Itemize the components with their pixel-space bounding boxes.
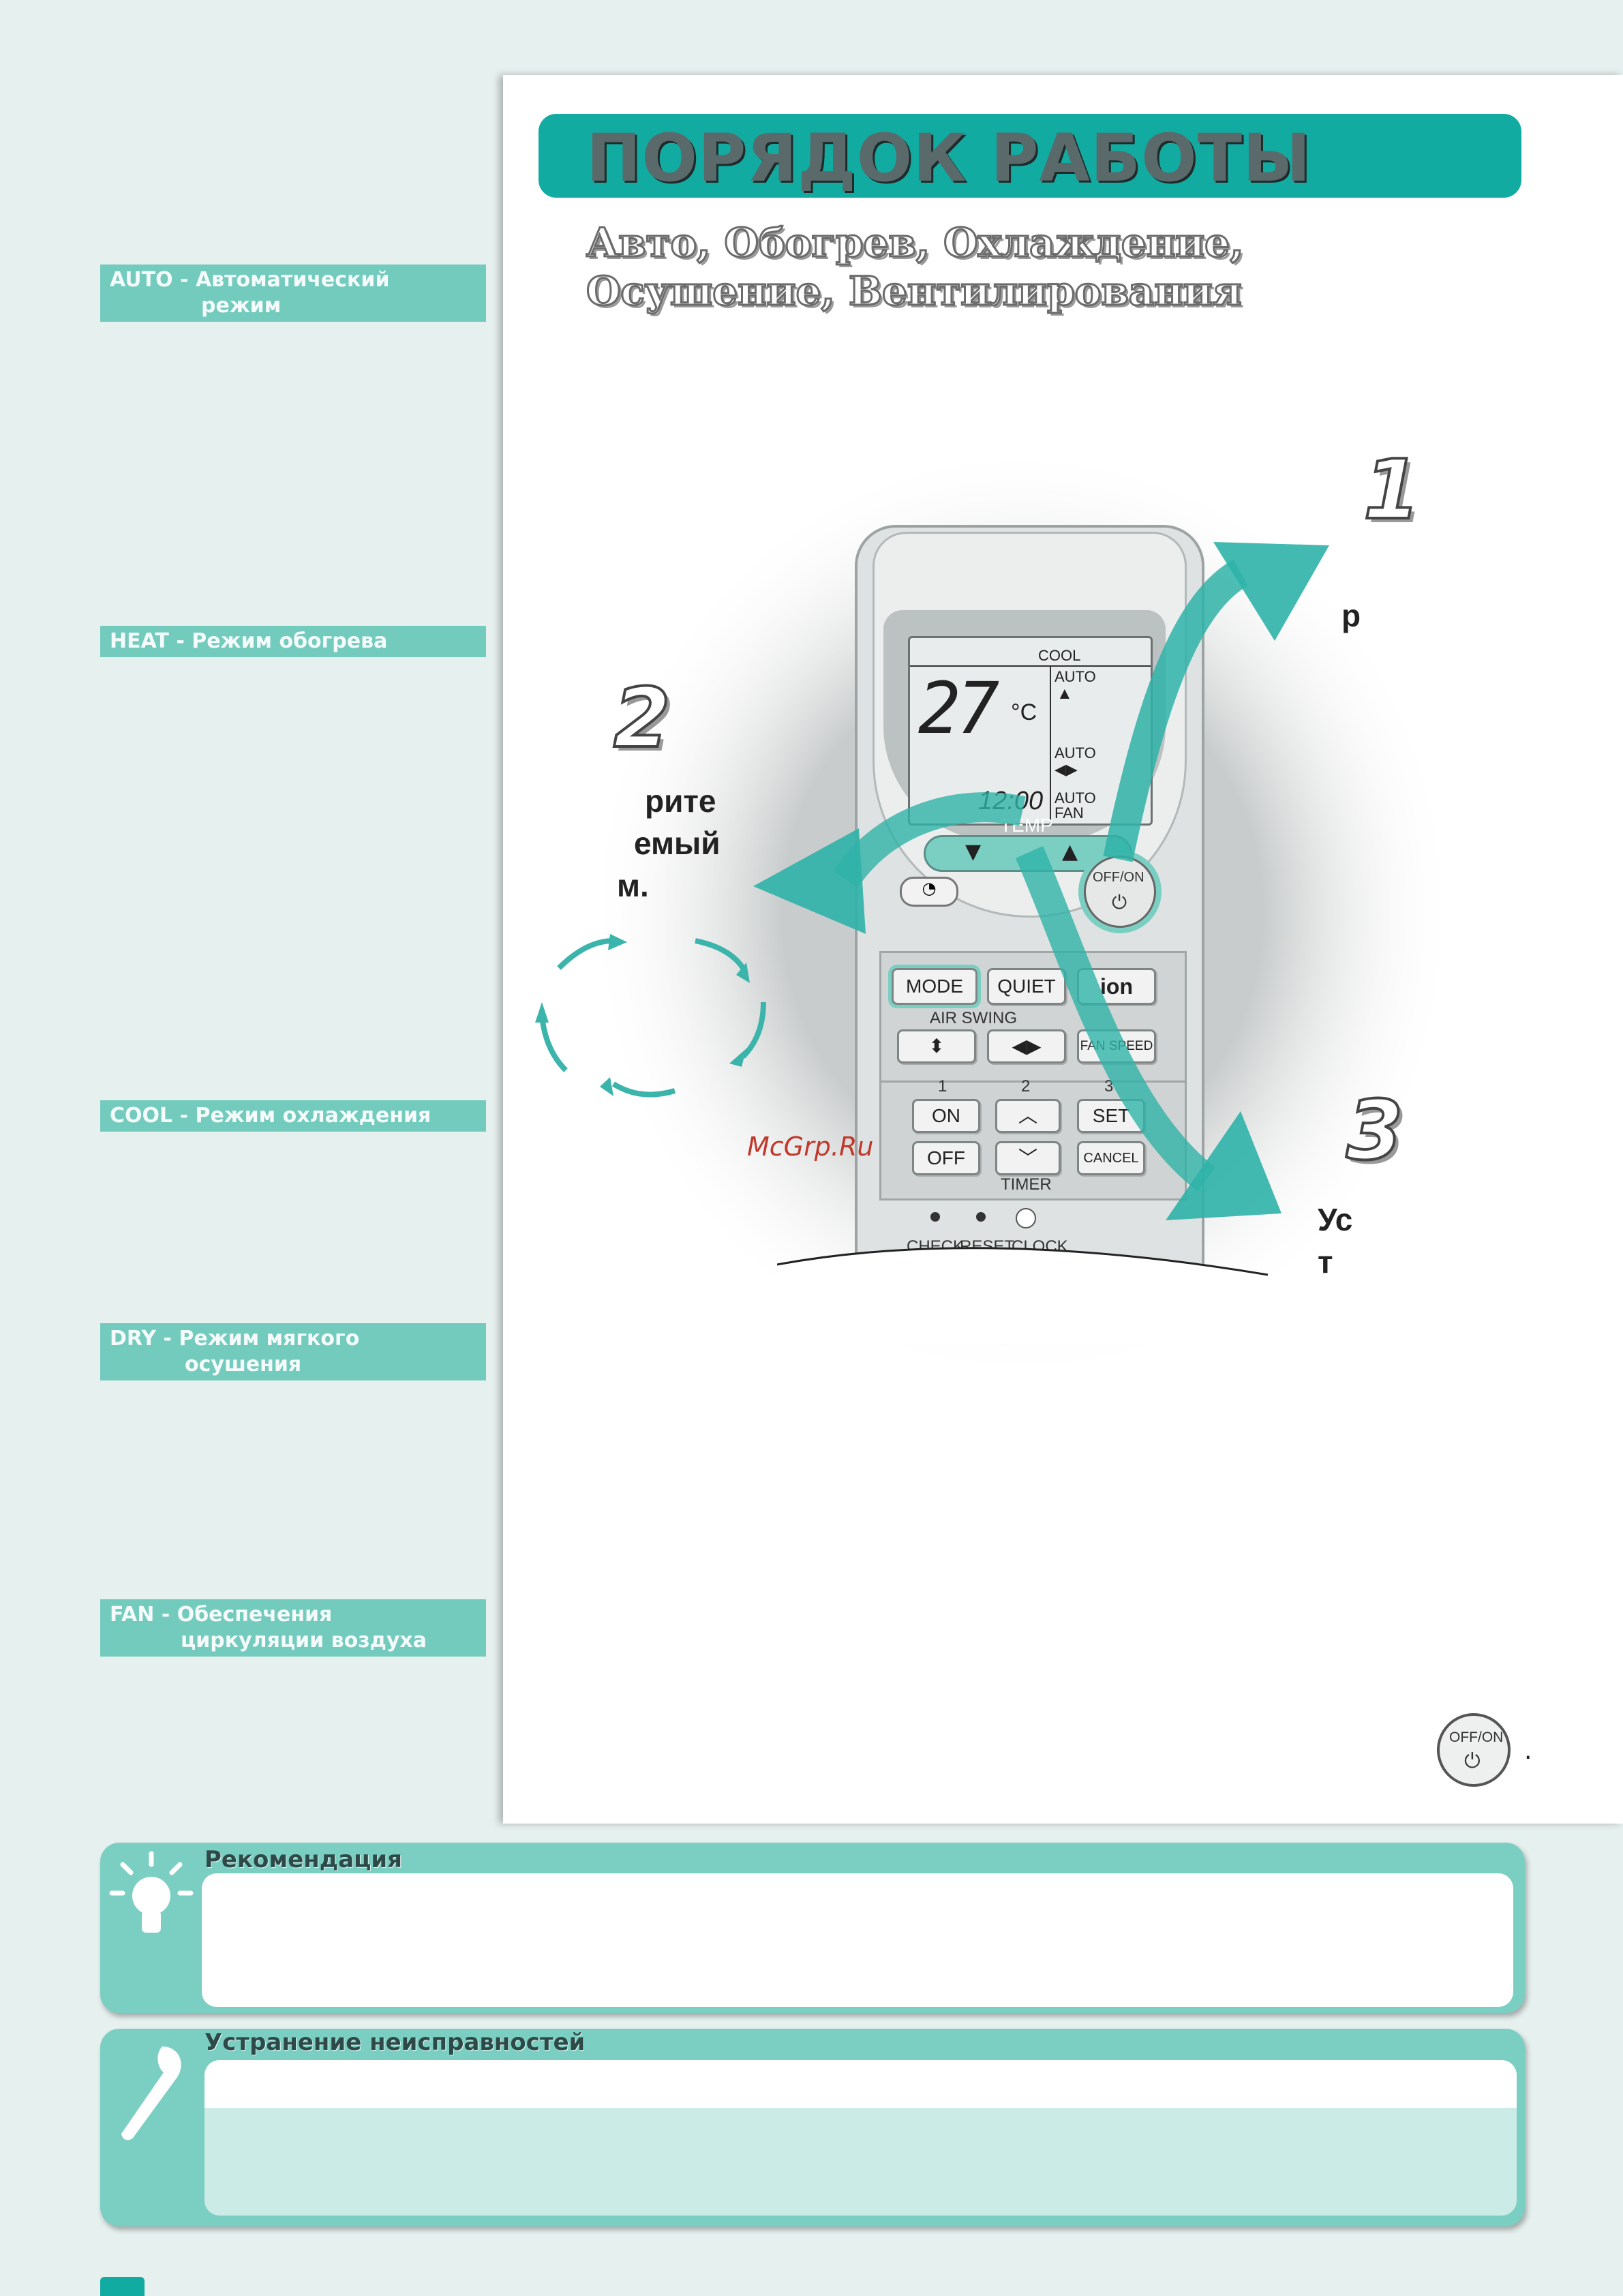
step-1-number: 1 xyxy=(1362,442,1421,539)
sidebar-auto-line2: режим xyxy=(201,294,282,318)
sidebar-auto-line1: AUTO - Автоматический xyxy=(110,268,390,292)
step-2-text-line1: рите xyxy=(645,783,716,819)
lcd-auto3: AUTO xyxy=(1055,789,1096,806)
sleep-button[interactable]: ◔ xyxy=(900,877,958,907)
air-swing-horizontal-button[interactable]: ◀▶ xyxy=(987,1029,1066,1063)
chevron-up-icon: ︿ xyxy=(1018,1105,1037,1126)
step-3-text-line2: т xyxy=(1318,1244,1333,1280)
mode-cycle-icon xyxy=(535,934,766,1098)
lcd-auto1: AUTO xyxy=(1055,668,1096,685)
power-icon: ⏻ xyxy=(1112,892,1127,913)
subtitle-line2: Осушение, Вентилирования xyxy=(586,267,1243,316)
check-hole[interactable] xyxy=(930,1212,940,1222)
remote-offon-label: OFF/ON xyxy=(1093,870,1144,885)
air-swing-vertical-button[interactable]: ⬍ xyxy=(897,1029,976,1063)
step-2-number: 2 xyxy=(612,670,671,768)
step-3-text-line1: Ус xyxy=(1318,1202,1353,1237)
sidebar-label-cool: COOL - Режим охлаждения xyxy=(100,1100,486,1132)
page-title: ПОРЯДОК РАБОТЫ xyxy=(586,120,1311,196)
troubleshooting-header-row xyxy=(204,2060,1517,2108)
timer-num-1: 1 xyxy=(938,1077,947,1096)
lcd-auto2: AUTO xyxy=(1055,744,1096,761)
recommendation-content xyxy=(202,1873,1513,2007)
sidebar-label-auto: AUTO - Автоматический режим xyxy=(100,265,486,322)
title-bar xyxy=(539,114,1521,198)
offon-note-button: OFF/ON ⏻ xyxy=(1437,1713,1511,1787)
lcd-unit: °C xyxy=(1011,699,1037,725)
remote-cut-curve xyxy=(777,1247,1268,1343)
power-note-icon: ⏻ xyxy=(1464,1750,1481,1772)
subtitle-line1: Авто, Обогрев, Охлаждение, xyxy=(585,219,1244,267)
timer-label: TIMER xyxy=(1001,1175,1052,1194)
temp-up-icon[interactable]: ▲ xyxy=(1062,840,1078,864)
sleep-icon: ◔ xyxy=(922,879,937,898)
page-number-tab xyxy=(100,2277,145,2296)
step-2-text-line2: емый xyxy=(634,826,721,861)
watermark: McGrp.Ru xyxy=(747,1132,874,1162)
timer-down-button[interactable]: ﹀ xyxy=(995,1141,1061,1175)
step-1-text: р xyxy=(1341,598,1361,633)
sidebar-label-fan: FAN - Обеспечения циркуляции воздуха xyxy=(100,1599,486,1657)
lcd-temperature: 27 xyxy=(918,667,999,750)
chevron-down-icon: ﹀ xyxy=(1018,1147,1037,1168)
lcd-divider-v xyxy=(1050,665,1051,824)
step-arrows xyxy=(753,542,1329,1220)
sidebar-cool-line1: COOL - Режим охлаждения xyxy=(110,1104,431,1128)
swing-vertical-icon: ▲ xyxy=(1057,684,1073,703)
offon-note-label: OFF/ON xyxy=(1449,1729,1504,1745)
temp-down-icon[interactable]: ▼ xyxy=(965,840,982,864)
step-3-number: 3 xyxy=(1345,1083,1404,1180)
timer-num-2: 2 xyxy=(1021,1077,1031,1096)
clock-button[interactable] xyxy=(1016,1208,1036,1228)
sidebar-heat-line1: HEAT - Режим обогрева xyxy=(110,629,388,653)
timer-up-button[interactable]: ︿ xyxy=(995,1099,1061,1133)
mode-button[interactable]: MODE xyxy=(892,968,977,1005)
lcd-divider xyxy=(910,665,1151,667)
lcd-fan: FAN xyxy=(1055,804,1084,821)
sidebar-fan-line1: FAN - Обеспечения xyxy=(110,1603,333,1627)
lightbulb-icon xyxy=(109,1851,194,1933)
reset-hole[interactable] xyxy=(976,1212,986,1222)
offon-note-suffix: . xyxy=(1524,1737,1532,1765)
sidebar-label-dry: DRY - Режим мягкого осушения xyxy=(100,1323,486,1380)
swing-horizontal-icon: ◀▶ xyxy=(1055,761,1078,778)
timer-off-button[interactable]: OFF xyxy=(912,1141,980,1175)
troubleshooting-title: Устранение неисправностей xyxy=(204,2029,586,2056)
sidebar-dry-line1: DRY - Режим мягкого xyxy=(110,1327,360,1350)
quiet-button[interactable]: QUIET xyxy=(987,968,1066,1005)
swing-updown-icon: ⬍ xyxy=(928,1036,945,1057)
lcd-mode: COOL xyxy=(1038,647,1081,664)
recommendation-title: Рекомендация xyxy=(204,1846,403,1873)
sidebar-label-heat: HEAT - Режим обогрева xyxy=(100,626,486,657)
sidebar-fan-line2: циркуляции воздуха xyxy=(181,1629,427,1652)
timer-on-button[interactable]: ON xyxy=(912,1099,980,1133)
air-swing-label: AIR SWING xyxy=(930,1009,1018,1027)
wrench-icon xyxy=(121,2046,181,2141)
step-2-text-line3: м. xyxy=(617,868,649,903)
timer-cancel-button[interactable]: CANCEL xyxy=(1077,1141,1145,1175)
swing-leftright-icon: ◀▶ xyxy=(1012,1036,1042,1057)
remote-offon-button[interactable]: OFF/ON ⏻ xyxy=(1084,856,1156,928)
sidebar-dry-line2: осушения xyxy=(185,1353,302,1376)
